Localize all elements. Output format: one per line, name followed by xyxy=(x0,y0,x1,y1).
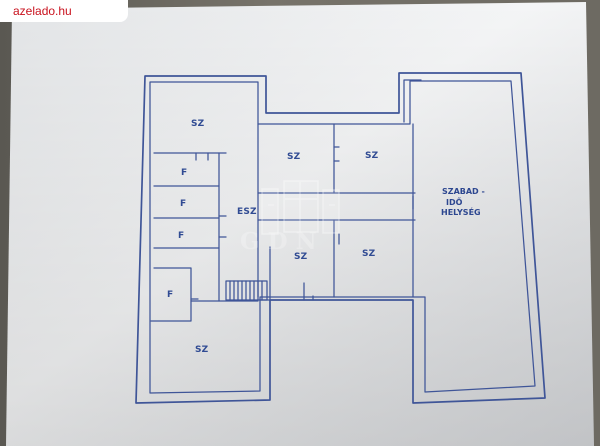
room-label-center-right: SZ xyxy=(365,151,379,161)
leisure-room-label-line-3: HELYSÉG xyxy=(441,206,481,217)
bath-label-1: F xyxy=(181,168,187,178)
watermark-text: GDN xyxy=(240,228,325,255)
bath-label-2: F xyxy=(180,199,186,209)
watermark-logo: GDN xyxy=(240,180,340,255)
leisure-room-label-line-1: SZABAD - xyxy=(442,187,485,196)
room-label-bottom-left: SZ xyxy=(195,345,209,355)
bath-label-4: F xyxy=(167,290,173,300)
room-labels: SZ SZ SZ SZ SZ SZ ESZ SZABAD - IDŐ HELYS… xyxy=(167,119,485,355)
bath-label-3: F xyxy=(178,231,184,241)
interior-walls xyxy=(150,123,416,322)
room-label-center-left: SZ xyxy=(287,152,301,162)
stairs xyxy=(225,280,268,301)
leisure-room-label-line-2: IDŐ xyxy=(446,197,463,207)
source-label: azelado.hu xyxy=(0,0,128,22)
room-label-lower-mid-right: SZ xyxy=(362,249,376,259)
paper-shadow xyxy=(6,2,594,446)
room-label-hall: ESZ xyxy=(237,207,257,217)
room-label-lower-mid-left: SZ xyxy=(294,252,308,262)
room-label-upper-left: SZ xyxy=(191,119,205,129)
